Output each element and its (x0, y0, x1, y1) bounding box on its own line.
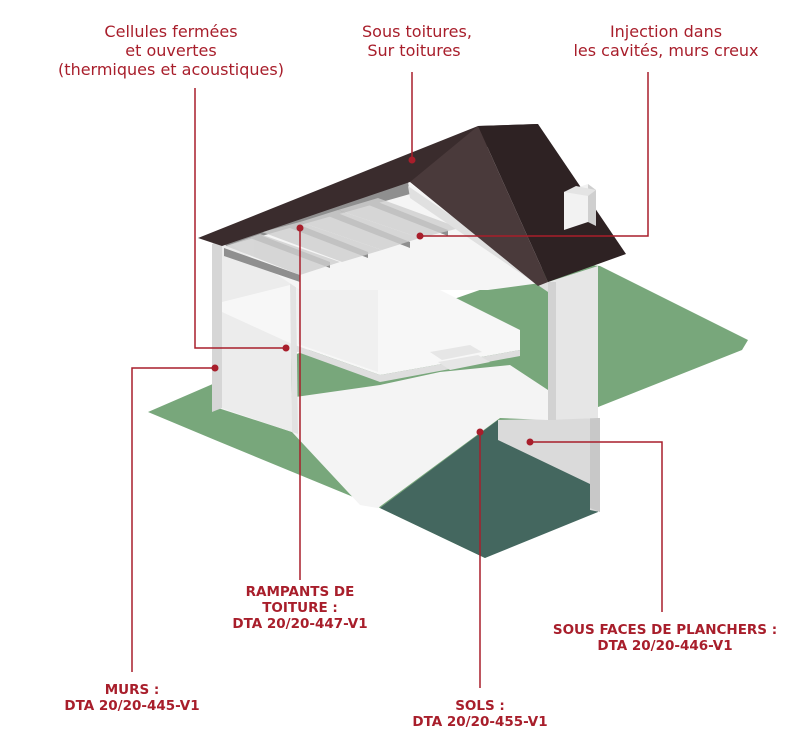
callout-dot-rampants (296, 224, 304, 232)
label-murs: MURS : DTA 20/20-445-V1 (48, 682, 216, 714)
label-murs-line-1: MURS : (104, 682, 160, 698)
label-cellules-line-3: (thermiques et acoustiques) (58, 60, 284, 80)
label-rampants-line-1: RAMPANTS DE (245, 584, 355, 600)
chimney-top (564, 186, 596, 196)
label-toitures: Sous toitures, Sur toitures (362, 22, 472, 61)
wall-left (212, 238, 222, 412)
wall-right (548, 266, 598, 420)
callout-dots (211, 156, 534, 446)
callout-dot-planchers (526, 438, 534, 446)
stairs (430, 345, 490, 370)
wall-right-face (548, 282, 556, 420)
label-injection: Injection dans les cavités, murs creux (556, 22, 776, 60)
chimney (564, 184, 588, 230)
partition-back (296, 282, 378, 372)
label-murs-line-2: DTA 20/20-445-V1 (64, 698, 200, 715)
basement-wall-side (590, 418, 600, 512)
label-sols-line-2: DTA 20/20-455-V1 (412, 714, 548, 731)
label-planchers: SOUS FACES DE PLANCHERS : DTA 20/20-446-… (540, 622, 790, 654)
callout-dot-cellules (282, 344, 290, 352)
wall-left-inner (222, 238, 292, 432)
callout-line-injection (420, 72, 649, 237)
roof-right (478, 124, 626, 282)
callout-lines (131, 72, 663, 688)
callout-dot-murs (211, 364, 219, 372)
label-cellules: Cellules fermées et ouvertes (thermiques… (40, 22, 302, 80)
label-planchers-line-2: DTA 20/20-446-V1 (597, 638, 733, 655)
callout-line-planchers (530, 441, 663, 612)
callout-dot-toitures (408, 156, 416, 164)
label-cellules-line-2: et ouvertes (125, 41, 217, 61)
label-planchers-line-1: SOUS FACES DE PLANCHERS : (552, 622, 778, 638)
callout-line-cellules (194, 88, 286, 349)
label-rampants: RAMPANTS DE TOITURE : DTA 20/20-447-V1 (220, 584, 380, 633)
label-sols-line-1: SOLS : (455, 698, 505, 714)
label-rampants-line-2: TOITURE : (262, 600, 338, 617)
label-cellules-line-1: Cellules fermées (104, 22, 238, 41)
label-injection-line-1: Injection dans (609, 22, 723, 41)
label-injection-line-2: les cavités, murs creux (573, 41, 759, 61)
label-sols: SOLS : DTA 20/20-455-V1 (396, 698, 564, 730)
callout-dot-sols (476, 428, 484, 436)
partition-left (290, 282, 298, 434)
attic-insulation-panels (226, 198, 460, 275)
roof-ridge (410, 126, 548, 286)
callout-line-murs (131, 367, 215, 672)
callout-dot-injection (416, 232, 424, 240)
label-rampants-line-3: DTA 20/20-447-V1 (232, 616, 368, 633)
label-toitures-line-1: Sous toitures, (362, 22, 472, 41)
label-toitures-line-2: Sur toitures (367, 41, 461, 61)
